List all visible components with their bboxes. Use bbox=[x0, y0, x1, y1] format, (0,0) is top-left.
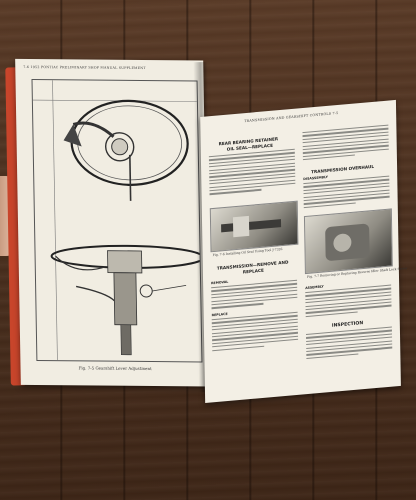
removal-label: REMOVAL bbox=[211, 279, 229, 286]
replace-label: REPLACE bbox=[211, 311, 228, 318]
transmission-overhaul-title: TRANSMISSION OVERHAUL bbox=[311, 163, 375, 175]
right-column-intro-text bbox=[302, 124, 389, 163]
gearshift-diagram bbox=[32, 80, 205, 361]
steering-wheel-side bbox=[50, 244, 205, 356]
replace-text bbox=[211, 311, 299, 353]
oil-seal-steps-text bbox=[208, 148, 296, 197]
inspection-title: INSPECTION bbox=[331, 321, 364, 329]
oil-seal-tool-photo bbox=[209, 200, 299, 253]
transmission-remove-title-line2: REPLACE bbox=[242, 267, 264, 275]
removal-text bbox=[211, 279, 298, 311]
left-page: 7-6 1952 PONTIAC PRELIMINARY SHOP MANUAL… bbox=[15, 58, 209, 387]
disassembly-label: DISASSEMBLY bbox=[303, 174, 328, 182]
diagram-column-line-top bbox=[32, 99, 197, 102]
left-page-header: 7-6 1952 PONTIAC PRELIMINARY SHOP MANUAL… bbox=[23, 64, 146, 71]
assembly-text bbox=[305, 284, 392, 320]
right-page-header: TRANSMISSION AND GEARSHIFT CONTROLS 7-5 bbox=[244, 110, 339, 124]
right-page: TRANSMISSION AND GEARSHIFT CONTROLS 7-5 … bbox=[200, 99, 407, 403]
left-figure-caption: Fig. 7-5 Gearshift Lever Adjustment bbox=[78, 365, 152, 372]
shop-manual-booklet: 7-6 1952 PONTIAC PRELIMINARY SHOP MANUAL… bbox=[5, 55, 411, 403]
steering-wheel-top bbox=[63, 99, 189, 201]
assembly-label: ASSEMBLY bbox=[305, 284, 324, 291]
diagram-column-line bbox=[52, 80, 58, 361]
inspection-text bbox=[305, 326, 393, 362]
disassembly-text bbox=[303, 175, 390, 211]
gearshift-diagram-frame bbox=[31, 79, 205, 363]
reverse-idler-photo bbox=[303, 208, 393, 275]
